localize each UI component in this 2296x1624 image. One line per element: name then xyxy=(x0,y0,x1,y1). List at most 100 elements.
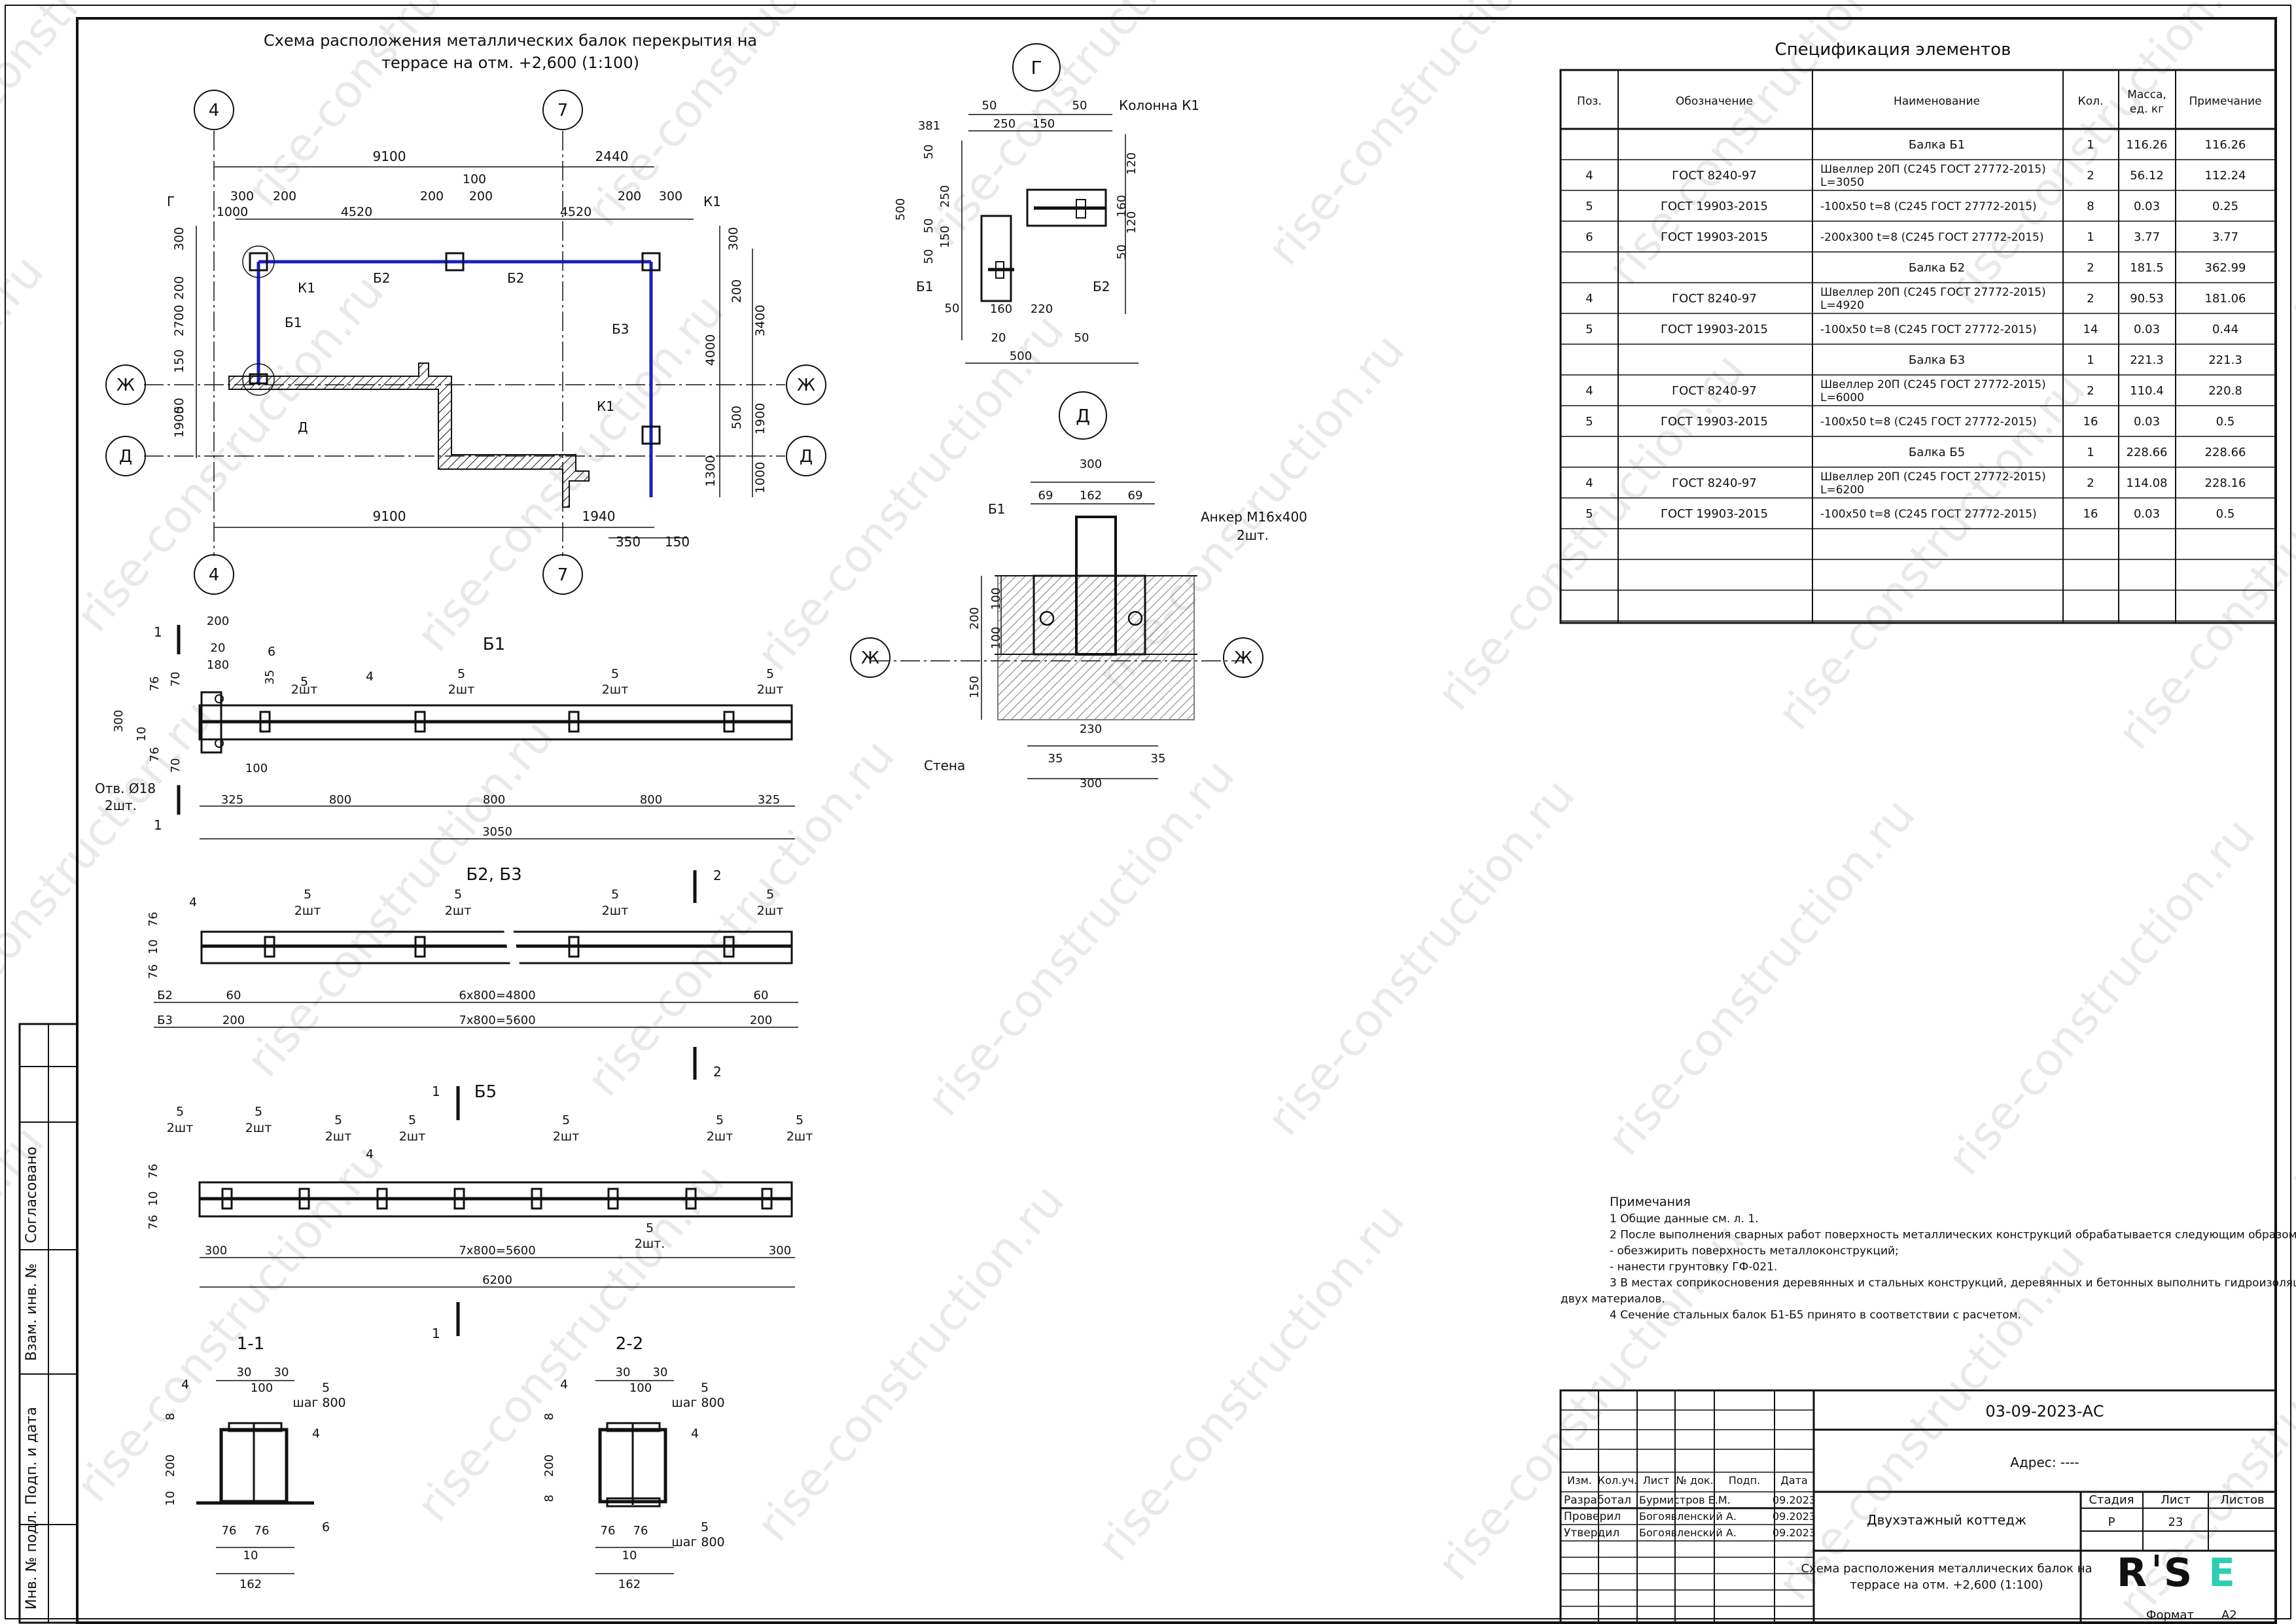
sec-dim-bottom: 76 xyxy=(255,1524,270,1538)
tb-stage-header: Стадия xyxy=(2089,1493,2134,1507)
watermark-text: rise-construction.ru xyxy=(236,709,564,1086)
plan-dim-top-1: 9100 xyxy=(373,149,406,164)
tb-col-header: № док. xyxy=(1676,1474,1713,1487)
sec-dim-left: 200 xyxy=(542,1455,556,1477)
b5-callout: 5 xyxy=(562,1113,570,1127)
spec-pos: 5 xyxy=(1585,200,1593,213)
b2-row-label: Б2 xyxy=(157,989,173,1002)
plan-dim-row2: 200 xyxy=(420,189,444,203)
spec-note: 0.5 xyxy=(2216,415,2235,429)
spec-note: 181.06 xyxy=(2205,292,2246,306)
stiffener-plate xyxy=(453,1188,465,1210)
axis-7-top: 7 xyxy=(557,101,569,120)
b1-callout: 4 xyxy=(366,669,374,684)
plan-dim-left: 150 xyxy=(172,349,186,373)
axis-zh-left: Ж xyxy=(116,376,135,395)
axis-zh-right: Ж xyxy=(797,376,815,395)
spec-note: 362.99 xyxy=(2205,261,2246,275)
notes-title: Примечания xyxy=(1610,1195,1691,1209)
node-d-dim-top: 162 xyxy=(1080,489,1102,503)
b5-callout: 4 xyxy=(366,1147,374,1161)
plan-label-g: Г xyxy=(167,194,175,209)
sec-dim-bottom: 162 xyxy=(618,1578,641,1591)
plan-label-k1-a: К1 xyxy=(298,280,315,296)
b5-callout-qty: 2шт xyxy=(553,1129,580,1144)
node-g-dim: 50 xyxy=(922,145,936,160)
spec-name-length: L=6000 xyxy=(1820,391,1864,404)
spec-header: ед. кг xyxy=(2130,103,2164,116)
stiffener-plate xyxy=(264,936,275,958)
sec-callout: 4 xyxy=(312,1426,320,1441)
sec-dim-bottom: 162 xyxy=(239,1578,262,1591)
b1-dim-bottom: 800 xyxy=(483,793,505,807)
plan-dim-bottom-4: 150 xyxy=(665,534,690,550)
b1-callout-qty: 2шт xyxy=(757,682,784,697)
stiffener-plate xyxy=(298,1188,310,1210)
spec-note: 112.24 xyxy=(2205,169,2246,183)
node-g-dim: 50 xyxy=(1115,245,1129,260)
plan-dim-right: 1900 xyxy=(753,403,768,434)
plan-dim-left: 1900 xyxy=(172,406,186,438)
spec-name: -100х50 t=8 (С245 ГОСТ 27772-2015) xyxy=(1820,200,2037,213)
node-g-label-b1: Б1 xyxy=(916,279,933,294)
sec-step: шаг 800 xyxy=(671,1396,724,1410)
plan-dim-left: 2700 xyxy=(172,305,186,336)
stamp-replace-label: Взам. инв. № xyxy=(24,1263,40,1361)
node-d-dim-top: 69 xyxy=(1038,489,1053,503)
plan-dim-row2: 200 xyxy=(273,189,296,203)
spec-qty: 1 xyxy=(2087,353,2094,367)
b5-section-top: 1 xyxy=(432,1084,440,1099)
node-g-dim: 220 xyxy=(1031,302,1053,316)
sec-dim-bottom: 76 xyxy=(222,1524,237,1538)
sec-dim-bottom: 10 xyxy=(622,1549,637,1562)
spec-code: ГОСТ 8240-97 xyxy=(1672,292,1757,306)
b2b3-callout-qty: 2шт xyxy=(294,904,321,918)
spec-qty: 8 xyxy=(2087,200,2094,213)
spec-mass: 56.12 xyxy=(2130,169,2164,183)
sec-step: шаг 800 xyxy=(292,1396,345,1410)
spec-pos: 5 xyxy=(1585,415,1593,429)
notes-line: двух материалов. xyxy=(1561,1293,1665,1306)
notes-line: 3 В местах соприкосновения деревянных и … xyxy=(1610,1277,2296,1290)
spec-name: -100х50 t=8 (С245 ГОСТ 27772-2015) xyxy=(1820,415,2037,429)
b1-section-bottom: 1 xyxy=(154,817,162,833)
spec-name-length: L=6200 xyxy=(1820,484,1864,497)
sec-callout: 4 xyxy=(691,1426,699,1441)
sec-dim-top: 30 xyxy=(237,1366,252,1379)
b2b3-callout: 5 xyxy=(611,887,619,902)
tb-col-header: Дата xyxy=(1780,1474,1807,1487)
sec-dim-left: 8 xyxy=(542,1413,556,1420)
sec-dim-bottom: 10 xyxy=(243,1549,258,1562)
plan-dim-top-2: 2440 xyxy=(595,149,629,164)
spec-qty: 16 xyxy=(2083,415,2098,429)
b2-row-dim: 60 xyxy=(754,989,769,1002)
b2b3-callout: 5 xyxy=(454,887,462,902)
tb-format-label: Формат xyxy=(2146,1608,2194,1622)
watermark-text: rise-construction.ru xyxy=(0,245,54,622)
spec-note: 0.5 xyxy=(2216,507,2235,521)
tb-col-header: Кол.уч. xyxy=(1598,1474,1637,1487)
spec-header: Обозначение xyxy=(1676,95,1753,108)
sec-dim-left: 10 xyxy=(164,1491,177,1506)
spec-name-length: L=4920 xyxy=(1820,299,1864,312)
b2b3-dim-left: 76 xyxy=(147,964,160,980)
tb-col-header: Подп. xyxy=(1729,1474,1760,1487)
stamp-inv-label: Инв. № подл. xyxy=(24,1510,40,1610)
spec-mass: 0.03 xyxy=(2134,323,2160,336)
node-d-dim-left: 100 xyxy=(989,627,1003,649)
watermark-text: rise-construction.ru xyxy=(2107,382,2296,759)
tb-code: 03-09-2023-АС xyxy=(1985,1402,2104,1421)
b5-callout-bottom-qty: 2шт. xyxy=(635,1237,665,1251)
b1-callout: 5 xyxy=(300,675,308,689)
b5-callout: 5 xyxy=(408,1113,416,1127)
node-d-axis-left: Ж xyxy=(861,648,879,668)
spec-group-name: Балка Б3 xyxy=(1909,353,1965,367)
node-d-dim-left: 150 xyxy=(968,676,981,698)
b5-title: Б5 xyxy=(474,1082,497,1102)
inner-frame xyxy=(76,17,2277,1624)
spec-pos: 5 xyxy=(1585,323,1593,336)
sec-dim-left: 8 xyxy=(542,1494,556,1502)
spec-name: Швеллер 20П (С245 ГОСТ 27772-2015) xyxy=(1820,470,2046,484)
